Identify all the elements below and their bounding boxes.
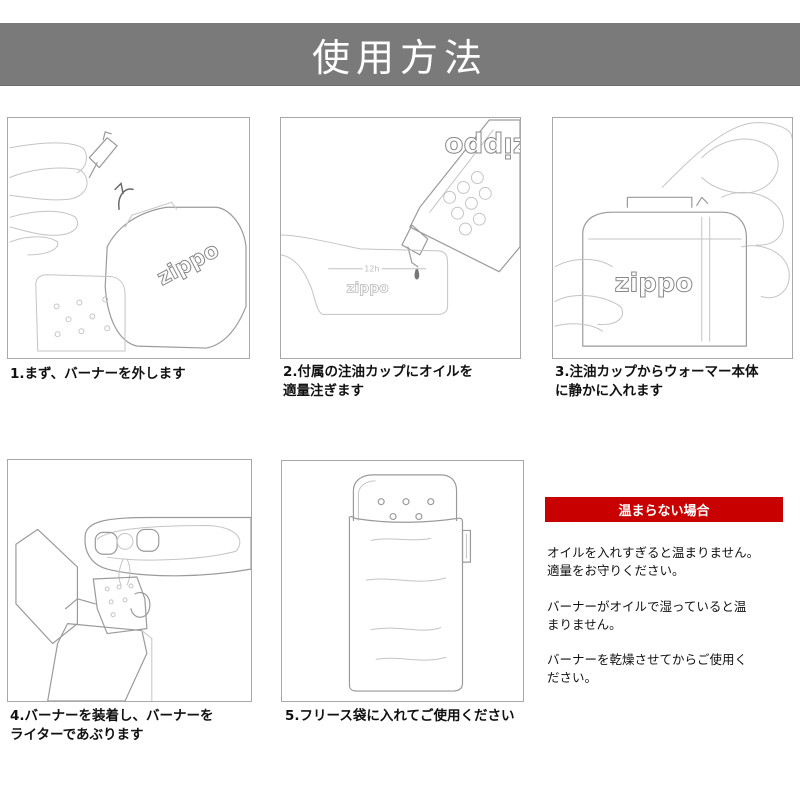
paragraph-1-line-1: オイルを入れすぎると温まりません。 (547, 545, 760, 560)
fleece-pouch-icon (348, 474, 472, 692)
step-5-caption: 5.フリース袋に入れてご使用ください (285, 707, 514, 726)
step-3-illustration: zippo (552, 117, 793, 359)
oil-pouring-icon: zippo 12h zippo (281, 119, 520, 315)
paragraph-2-line-1: バーナーがオイルで湿っていると温 (547, 599, 747, 614)
cup-logo: zippo (346, 281, 388, 297)
step-4-illustration (7, 459, 252, 702)
step-2-caption-line-1: 2.付属の注油カップにオイルを (283, 364, 474, 380)
step-2-illustration: zippo 12h zippo (280, 117, 521, 359)
paragraph-1-line-2: 適量をお守りください。 (547, 563, 685, 578)
troubleshooting-paragraph-2: バーナーがオイルで湿っていると温 まりません。 (547, 598, 746, 634)
svg-text:zippo: zippo (444, 131, 520, 164)
hand-removing-burner-icon: zippo (9, 131, 247, 352)
cup-label: 12h (364, 265, 379, 274)
header-band: 使用方法 (0, 23, 800, 86)
troubleshooting-title-bar: 温まらない場合 (545, 497, 783, 522)
step-2-caption-line-2: 適量注ぎます (283, 383, 364, 399)
svg-text:zippo: zippo (614, 269, 692, 299)
step-3-caption-line-2: に静かに入れます (555, 383, 663, 399)
paragraph-2-line-2: まりません。 (547, 617, 622, 632)
step-5-illustration (281, 460, 524, 702)
step-2-caption: 2.付属の注油カップにオイルを 適量注ぎます (283, 363, 473, 401)
troubleshooting-paragraph-3: バーナーを乾燥させてからご使用く ださい。 (547, 651, 747, 687)
step-5-caption-line-1: 5.フリース袋に入れてご使用ください (285, 708, 515, 724)
page-title: 使用方法 (311, 35, 488, 80)
step-4-caption-line-1: 4.バーナーを装着し、バーナーを (10, 708, 214, 724)
troubleshooting-paragraph-1: オイルを入れすぎると温まりません。 適量をお守りください。 (547, 544, 759, 580)
step-1-illustration: zippo (7, 117, 250, 359)
lighter-heating-burner-icon (15, 516, 251, 701)
step-1-caption: 1.まず、バーナーを外します (10, 365, 186, 384)
troubleshooting-title: 温まらない場合 (618, 504, 710, 519)
step-4-caption-line-2: ライターであぶります (10, 727, 144, 743)
step-3-caption: 3.注油カップからウォーマー本体 に静かに入れます (555, 363, 759, 401)
warmer-filling-icon: zippo (554, 122, 792, 347)
svg-text:zippo: zippo (153, 238, 223, 291)
paragraph-3-line-2: ださい。 (547, 670, 598, 685)
step-4-caption: 4.バーナーを装着し、バーナーを ライターであぶります (10, 707, 214, 745)
step-1-caption-line-1: 1.まず、バーナーを外します (10, 366, 186, 382)
paragraph-3-line-1: バーナーを乾燥させてからご使用く (547, 652, 748, 667)
step-3-caption-line-1: 3.注油カップからウォーマー本体 (555, 364, 759, 380)
